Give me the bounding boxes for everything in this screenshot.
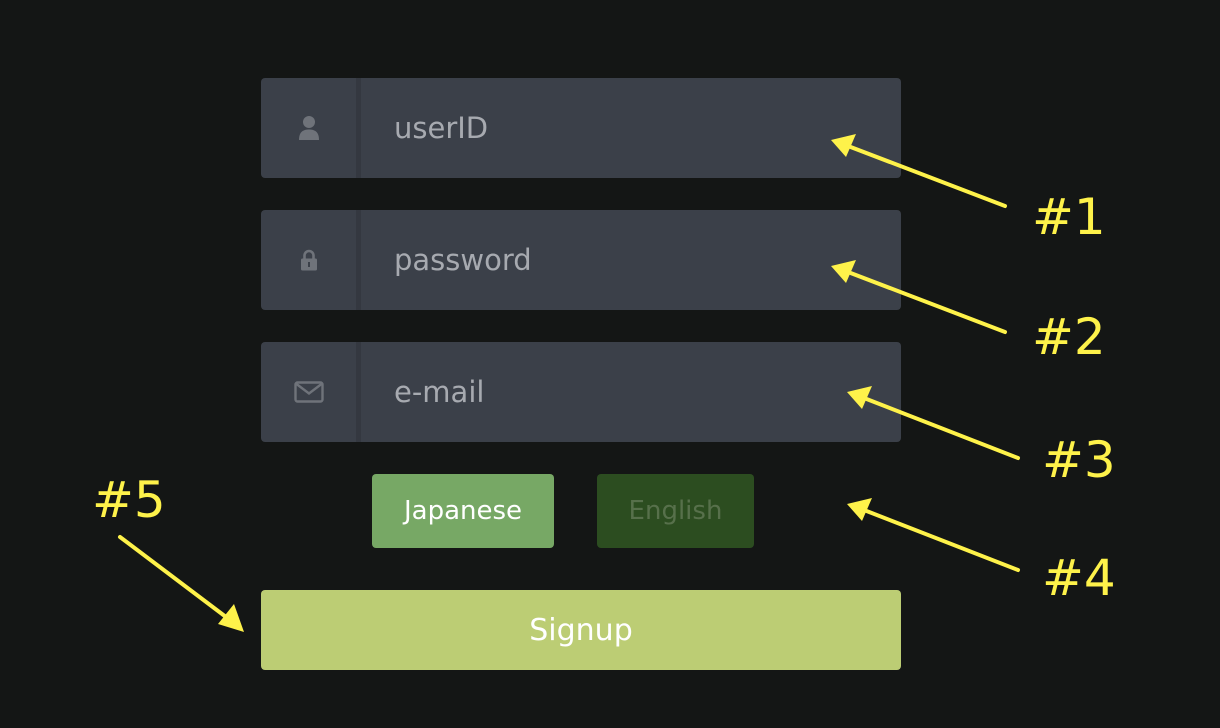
english-language-button[interactable]: English [597,474,754,548]
email-field [261,342,901,442]
password-icon-box [261,210,361,310]
annotation-label-4: #4 [1042,549,1116,607]
password-input[interactable] [361,210,901,310]
email-input[interactable] [361,342,901,442]
lock-icon [300,249,317,271]
email-icon-box [261,342,361,442]
password-field [261,210,901,310]
userid-input[interactable] [361,78,901,178]
userid-icon-box [261,78,361,178]
user-icon [298,116,319,140]
annotation-arrow-5 [118,535,232,622]
annotation-label-1: #1 [1032,188,1106,246]
arrowhead-4 [847,498,872,521]
userid-field [261,78,901,178]
arrowhead-5 [218,604,244,632]
signup-button[interactable]: Signup [261,590,901,670]
annotation-label-5: #5 [92,471,166,529]
annotation-arrow-4 [862,508,1020,572]
envelope-icon [293,381,324,403]
japanese-language-button[interactable]: Japanese [372,474,554,548]
annotation-label-3: #3 [1042,431,1116,489]
annotation-label-2: #2 [1032,308,1106,366]
